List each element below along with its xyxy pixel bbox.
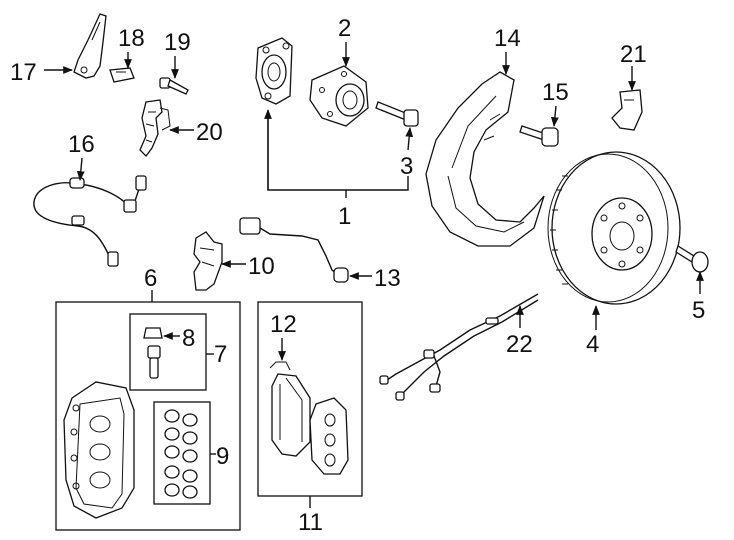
- clip-part-18: [109, 67, 135, 83]
- hub-bolt-part-3: [375, 101, 419, 127]
- leader-16: [76, 157, 85, 181]
- callout-12: 12: [270, 311, 297, 338]
- leader-3: [405, 127, 414, 151]
- bearing-part-1: [255, 37, 293, 105]
- callout-2: 2: [338, 15, 351, 42]
- caliper-kit-box-6: [55, 301, 241, 531]
- callout-8: 8: [182, 325, 195, 352]
- bleeder-cap-part-8: [143, 327, 163, 339]
- callout-11: 11: [298, 509, 323, 536]
- bracket-part-17: [73, 13, 107, 79]
- abs-sensor-part-13: [239, 217, 349, 283]
- seal-kit-box-9: [153, 401, 211, 505]
- pad-clip-part-12: [269, 361, 291, 371]
- caliper-body: [63, 381, 135, 519]
- hub-part-2: [309, 65, 369, 127]
- callout-21: 21: [620, 41, 647, 68]
- callout-7: 7: [214, 341, 227, 368]
- heat-shield-bracket-part-10: [193, 231, 223, 291]
- sensor-part-21: [611, 89, 643, 131]
- splash-shield-part-14: [425, 71, 545, 247]
- callout-15: 15: [542, 79, 569, 106]
- callout-19: 19: [164, 29, 191, 56]
- callout-1: 1: [338, 203, 351, 230]
- screw-part-5: [675, 245, 709, 273]
- callout-18: 18: [118, 25, 145, 52]
- callout-20: 20: [196, 119, 223, 146]
- callout-6: 6: [144, 265, 157, 292]
- callout-3: 3: [400, 153, 413, 180]
- callout-5: 5: [692, 297, 705, 324]
- callout-10: 10: [248, 253, 275, 280]
- wear-sensor-wire-part-16: [33, 175, 147, 267]
- brake-pad-outer: [309, 397, 349, 475]
- seal-rings-part-9: [164, 409, 198, 499]
- bleeder-valve: [147, 345, 161, 379]
- rotor-part-4: [547, 151, 681, 305]
- callout-9: 9: [216, 443, 229, 470]
- callout-13: 13: [374, 265, 401, 292]
- callout-22: 22: [506, 331, 533, 358]
- bolt-part-15: [519, 125, 559, 147]
- callout-16: 16: [68, 131, 95, 158]
- callout-17: 17: [10, 59, 37, 86]
- callout-4: 4: [586, 331, 599, 358]
- brake-pad-inner: [271, 373, 311, 457]
- callout-14: 14: [494, 25, 521, 52]
- wear-sensor-harness-part-22: [379, 293, 539, 401]
- sensor-bracket-part-20: [139, 99, 171, 157]
- bolt-part-19: [159, 77, 189, 95]
- bleeder-kit-box-7: [129, 313, 207, 391]
- leader-15: [550, 105, 559, 127]
